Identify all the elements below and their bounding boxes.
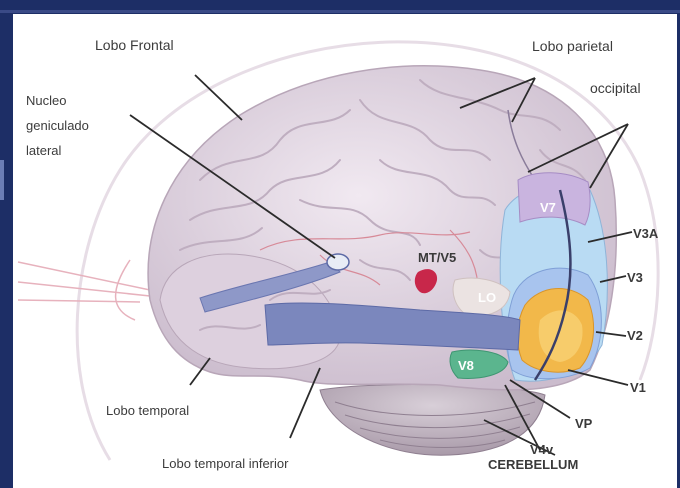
label-v7: V7 xyxy=(540,200,556,215)
label-lo: LO xyxy=(478,290,496,305)
label-lgn-line2: geniculado xyxy=(26,118,89,133)
label-inferior-temporal: Lobo temporal inferior xyxy=(162,456,289,471)
label-vp: VP xyxy=(575,416,593,431)
label-v4v: V4v xyxy=(530,442,554,457)
area-v7-region xyxy=(518,173,590,225)
lgn-nucleus xyxy=(327,254,349,270)
label-v2: V2 xyxy=(627,328,643,343)
label-frontal: Lobo Frontal xyxy=(95,37,174,53)
label-mt-v5: MT/V5 xyxy=(418,250,456,265)
label-temporal: Lobo temporal xyxy=(106,403,189,418)
label-v1: V1 xyxy=(630,380,646,395)
label-cerebellum: CEREBELLUM xyxy=(488,457,578,472)
label-parietal: Lobo parietal xyxy=(532,38,613,54)
label-v3a: V3A xyxy=(633,226,659,241)
label-v8: V8 xyxy=(458,358,474,373)
label-lgn-line3: lateral xyxy=(26,143,62,158)
label-lgn-line1: Nucleo xyxy=(26,93,66,108)
label-occipital: occipital xyxy=(590,80,641,96)
label-v3: V3 xyxy=(627,270,643,285)
